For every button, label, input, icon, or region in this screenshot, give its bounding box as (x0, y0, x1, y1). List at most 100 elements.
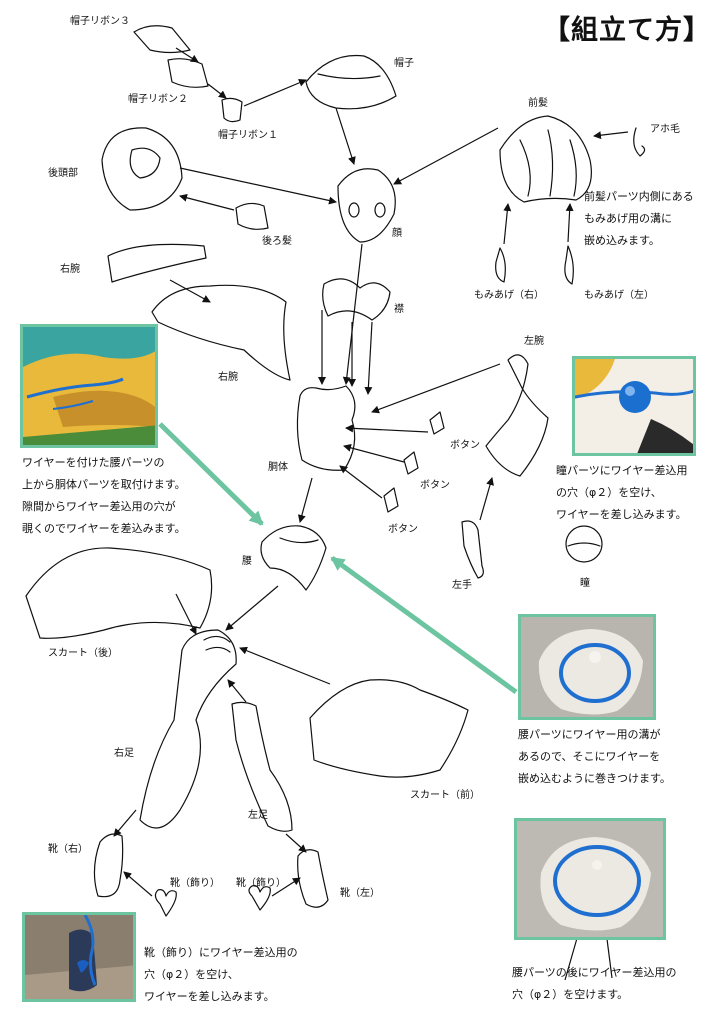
note-waist-groove: 腰パーツにワイヤー用の溝があるので、そこにワイヤーを嵌め込むように巻きつけます。 (518, 728, 671, 785)
body-part (296, 385, 356, 471)
label-button1: ボタン (450, 440, 480, 451)
label-right-leg: 右足 (114, 748, 134, 759)
arrow-deco2-to-bootl (271, 877, 301, 897)
green-arrow-from-photo (330, 555, 518, 695)
back-head-part (101, 127, 183, 211)
label-skirt-back: スカート（後） (48, 648, 118, 659)
skirt-back-part (25, 547, 213, 639)
label-back-head: 後頭部 (48, 168, 78, 179)
face-part (337, 168, 396, 243)
ahoge-part (633, 127, 646, 157)
arrow-collar2-to-body (364, 321, 373, 395)
left-leg-part (231, 701, 293, 832)
label-face: 顔 (392, 228, 402, 239)
photo-waist-groove (518, 614, 656, 720)
label-hat-ribbon2: 帽子リボン２ (128, 94, 188, 105)
arrow-leftleg-to-legs (227, 679, 247, 703)
arrow-hat-to-face (335, 107, 356, 165)
label-boot-left: 靴（左） (340, 888, 380, 899)
arrow-leftleg-to-bootl (285, 833, 307, 853)
label-hat: 帽子 (394, 58, 414, 69)
label-ahoge: アホ毛 (650, 124, 680, 135)
hat-ribbon2-part (167, 58, 209, 88)
green-arrow-to-waist (158, 422, 264, 526)
boot-left-part (297, 849, 329, 908)
label-sideburn-left: もみあげ（左） (584, 290, 654, 301)
boot-right-part (93, 833, 124, 898)
hat-ribbon3-part (133, 25, 191, 54)
arrow-face-to-body (342, 243, 363, 385)
arrow-sideburnl-to-fronthair (565, 203, 574, 243)
note-waist-hole: 腰パーツの後にワイヤー差込用の穴（φ２）を空けます。 (512, 966, 677, 1001)
arrow-ribbon1-to-hat (243, 79, 307, 107)
label-boot-deco1: 靴（飾り） (170, 878, 220, 889)
photo-waist-wire (20, 324, 158, 448)
label-button3: ボタン (388, 524, 418, 535)
label-back-hair: 後ろ髪 (262, 236, 292, 247)
arrow-sideburnr-to-fronthair (503, 203, 512, 245)
label-hat-ribbon3: 帽子リボン３ (70, 16, 130, 27)
photo-waist-hole (514, 818, 666, 940)
arrow-rightleg-to-bootr (113, 809, 137, 837)
arrow-button2-to-body (343, 443, 405, 463)
arrow-ribbon2-to-ribbon1 (207, 83, 227, 99)
button1-part (429, 411, 445, 435)
button3-part (383, 487, 399, 513)
back-hair-part (235, 202, 269, 230)
label-eye: 瞳 (580, 578, 590, 589)
sideburn-left-part (564, 245, 574, 285)
note-eye: 瞳パーツにワイヤー差込用の穴（φ２）を空け、ワイヤーを差し込みます。 (556, 464, 688, 521)
left-hand-part (461, 520, 484, 579)
label-right-arm-upper: 右腕 (60, 264, 80, 275)
front-hair-part (499, 115, 592, 203)
label-collar: 襟 (394, 304, 404, 315)
arrow-backhair-to-backhead (179, 193, 235, 211)
arrow-skirtfront-to-legs (239, 646, 331, 685)
waist-part (260, 525, 327, 591)
arrow-rightarmupper-to-rightarm (169, 279, 211, 303)
arrow-waist-to-legs (225, 585, 279, 631)
skirt-front-part (309, 679, 469, 778)
label-sideburn-right: もみあげ（右） (474, 290, 544, 301)
note-waist-wire: ワイヤーを付けた腰パーツの上から胴体パーツを取付けます。隙間からワイヤー差込用の… (22, 456, 186, 535)
left-arm-part (485, 354, 549, 477)
right-arm-part (151, 284, 291, 381)
arrow-deco1-to-bootr (123, 871, 153, 897)
label-boot-deco2: 靴（飾り） (236, 878, 286, 889)
photo-eye-wire (572, 356, 696, 456)
sideburn-right-part (495, 247, 506, 283)
note-front-hair: 前髪パーツ内側にあるもみあげ用の溝に嵌め込みます。 (584, 190, 694, 247)
label-boot-right: 靴（右） (48, 844, 88, 855)
arrow-button1-to-body (345, 424, 429, 433)
arrow-backhead-to-face (179, 167, 337, 205)
label-right-arm: 右腕 (218, 372, 238, 383)
photo-boot-wire (22, 912, 136, 1002)
arrow-skirtback-to-legs (175, 593, 197, 635)
label-button2: ボタン (420, 480, 450, 491)
label-left-leg: 左足 (248, 810, 268, 821)
right-leg-part (139, 629, 237, 829)
label-front-hair: 前髪 (528, 98, 548, 109)
button2-part (403, 451, 419, 475)
hat-ribbon1-part (221, 97, 243, 123)
arrow-ahoge-to-fronthair (593, 131, 629, 140)
label-hat-ribbon1: 帽子リボン１ (218, 130, 278, 141)
label-waist: 腰 (242, 556, 252, 567)
hat-part (305, 54, 397, 110)
label-left-hand: 左手 (452, 580, 472, 591)
eye-part (565, 525, 603, 563)
arrow-lefthand-to-leftarm (479, 477, 494, 521)
boot-deco2-part (248, 885, 271, 911)
label-body: 胴体 (268, 462, 288, 473)
page-title: 【組立て方】 (543, 15, 711, 46)
arrow-ribbon3-to-ribbon2 (175, 47, 199, 63)
right-arm-upper-part (107, 243, 207, 283)
label-left-arm: 左腕 (524, 336, 544, 347)
label-skirt-front: スカート（前） (410, 790, 480, 801)
note-boot: 靴（飾り）にワイヤー差込用の穴（φ２）を空け、ワイヤーを差し込みます。 (144, 946, 298, 1003)
arrow-button3-to-body (339, 465, 383, 499)
boot-deco1-part (154, 889, 177, 917)
arrow-body-to-waist (297, 477, 313, 523)
arrow-leftarm-to-body (371, 363, 501, 414)
